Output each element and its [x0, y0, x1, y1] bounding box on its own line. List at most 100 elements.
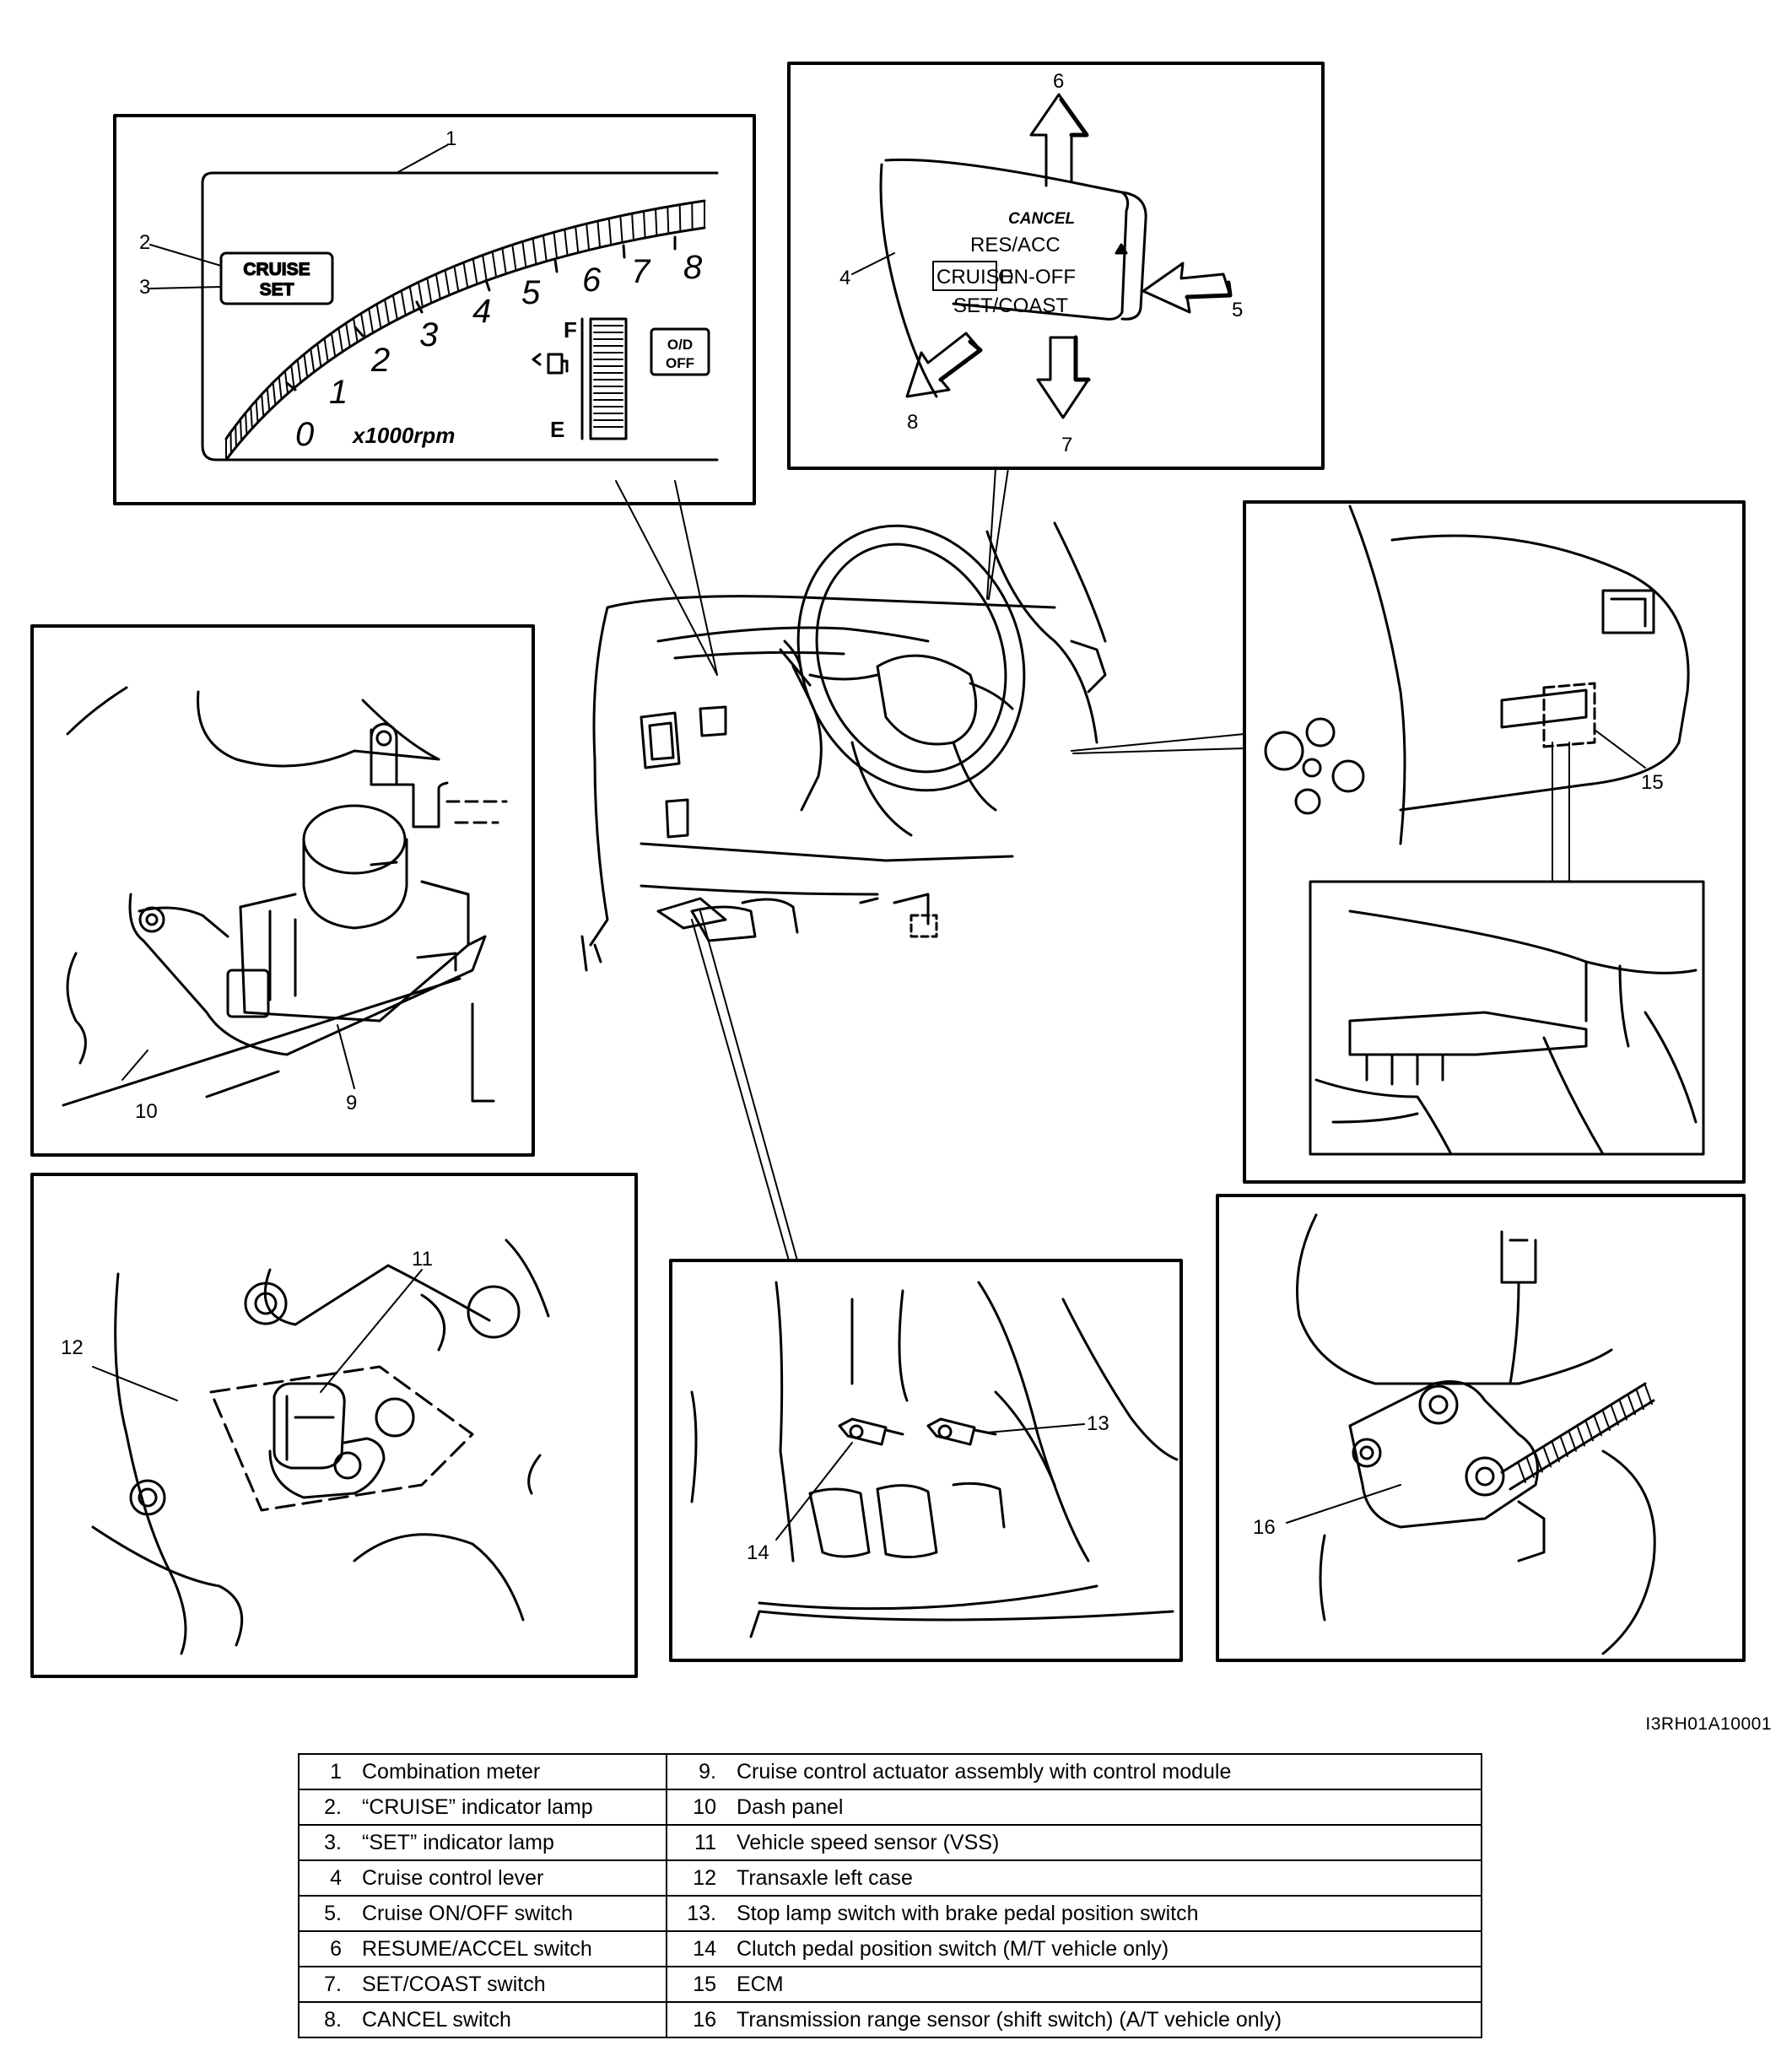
cable-rib: [1535, 1452, 1543, 1473]
legend-label: RESUME/ACCEL switch: [350, 1930, 667, 1967]
legend-label: Vehicle speed sensor (VSS): [725, 1824, 1482, 1861]
callout-11: 11: [412, 1248, 433, 1271]
panel-combination-meter: [113, 114, 756, 505]
rpm-segment: [596, 220, 602, 249]
callout-7: 7: [1061, 434, 1072, 456]
rpm-segment: [330, 332, 337, 358]
rpm-segment: [250, 405, 253, 429]
rpm-segment: [435, 273, 441, 300]
dashboard-overview: [580, 467, 1245, 1261]
legend-label: ECM: [725, 1966, 1482, 2003]
legend-label: “CRUISE” indicator lamp: [350, 1789, 667, 1826]
legend-label: Cruise control lever: [350, 1859, 667, 1897]
lever-res-acc-label: RES/ACC: [970, 234, 1061, 256]
legend-label: Dash panel: [725, 1789, 1482, 1826]
lever-cancel-label: CANCEL: [1008, 210, 1075, 228]
rpm-segment: [345, 322, 351, 348]
rpm-tick-labels: 0 1 2 3 4 5 6 7 8: [295, 249, 703, 453]
callout-numbers: 1 2 3 4 5 6 7 8 9 10 11 12 13 14 15 16: [61, 70, 1664, 1564]
rpm-segment: [678, 203, 682, 233]
callout-10: 10: [135, 1100, 158, 1123]
rpm-segment: [472, 257, 478, 285]
rpm-segment: [667, 206, 670, 235]
rpm-segment: [444, 269, 451, 296]
rpm-segment: [511, 244, 517, 272]
panel-actuator: [30, 624, 535, 1157]
rpm-segment: [375, 303, 382, 330]
rpm-segment: [278, 375, 283, 401]
cable-rib: [1552, 1442, 1560, 1463]
rpm-segment: [272, 381, 277, 406]
figure-code: I3RH01A10001: [1645, 1714, 1772, 1734]
legend-number: 11: [666, 1824, 725, 1861]
legend-number: 15: [666, 1966, 725, 2003]
lever-on-off-label: ON-OFF: [998, 266, 1076, 289]
legend-label: Combination meter: [350, 1753, 667, 1790]
callout-13: 13: [1087, 1412, 1109, 1435]
rpm-segment: [296, 359, 302, 384]
rpm-tick-0: 0: [295, 416, 314, 453]
rpm-segment: [360, 312, 366, 338]
rpm-segment: [586, 223, 591, 251]
rpm-tick-7: 7: [631, 253, 651, 290]
cable-rib: [1636, 1390, 1644, 1411]
fuel-empty-label: E: [550, 417, 564, 442]
legend-label: Stop lamp switch with brake pedal positi…: [725, 1895, 1482, 1932]
rpm-segment: [501, 247, 507, 275]
rpm-segment: [240, 418, 243, 442]
rpm-segment: [542, 234, 548, 262]
od-label-bottom: OFF: [666, 355, 694, 371]
rpm-segment: [337, 327, 343, 353]
rpm-segment: [384, 299, 391, 325]
rpm-tick-1: 1: [329, 374, 348, 411]
rpm-tick-3: 3: [419, 316, 438, 353]
rpm-segment: [261, 393, 265, 418]
cable-rib: [1627, 1395, 1636, 1416]
legend-number: 6: [298, 1930, 350, 1967]
rpm-segment: [316, 343, 322, 368]
cable-rib: [1602, 1411, 1611, 1431]
legend-number: 8.: [298, 2001, 350, 2038]
cable-rib: [1543, 1447, 1552, 1468]
rpm-segment: [290, 364, 295, 389]
rpm-segment: [642, 210, 646, 239]
panel-pedal-switches: [669, 1259, 1183, 1662]
cable-rib: [1518, 1463, 1526, 1483]
rpm-segment: [400, 289, 407, 316]
cruise-lamp-label: CRUISE: [243, 260, 310, 279]
legend-label: Cruise control actuator assembly with co…: [725, 1753, 1482, 1790]
legend-label: Cruise ON/OFF switch: [350, 1895, 667, 1932]
legend-number: 10: [666, 1789, 725, 1826]
rpm-tick-6: 6: [582, 262, 602, 299]
callout-3: 3: [139, 276, 150, 299]
legend-number: 9.: [666, 1753, 725, 1790]
callout-14: 14: [747, 1541, 769, 1564]
rpm-segment: [323, 337, 329, 363]
legend-number: 16: [666, 2001, 725, 2038]
rpm-segment: [553, 231, 559, 260]
rpm-segment: [564, 228, 569, 256]
callout-5: 5: [1232, 299, 1243, 321]
legend-number: 4: [298, 1859, 350, 1897]
cable-rib: [1526, 1457, 1535, 1478]
legend-number: 12: [666, 1859, 725, 1897]
cable-rib: [1577, 1426, 1585, 1447]
rpm-segment: [631, 213, 635, 241]
legend-number: 2.: [298, 1789, 350, 1826]
rpm-segment: [532, 237, 537, 266]
rpm-segment: [310, 348, 316, 373]
cable-rib: [1568, 1431, 1577, 1452]
cable-rib: [1594, 1416, 1602, 1437]
legend-label: Transmission range sensor (shift switch)…: [725, 2001, 1482, 2038]
set-lamp-label: SET: [260, 280, 294, 300]
cable-rib: [1560, 1437, 1568, 1457]
panel-vss: [30, 1173, 638, 1678]
